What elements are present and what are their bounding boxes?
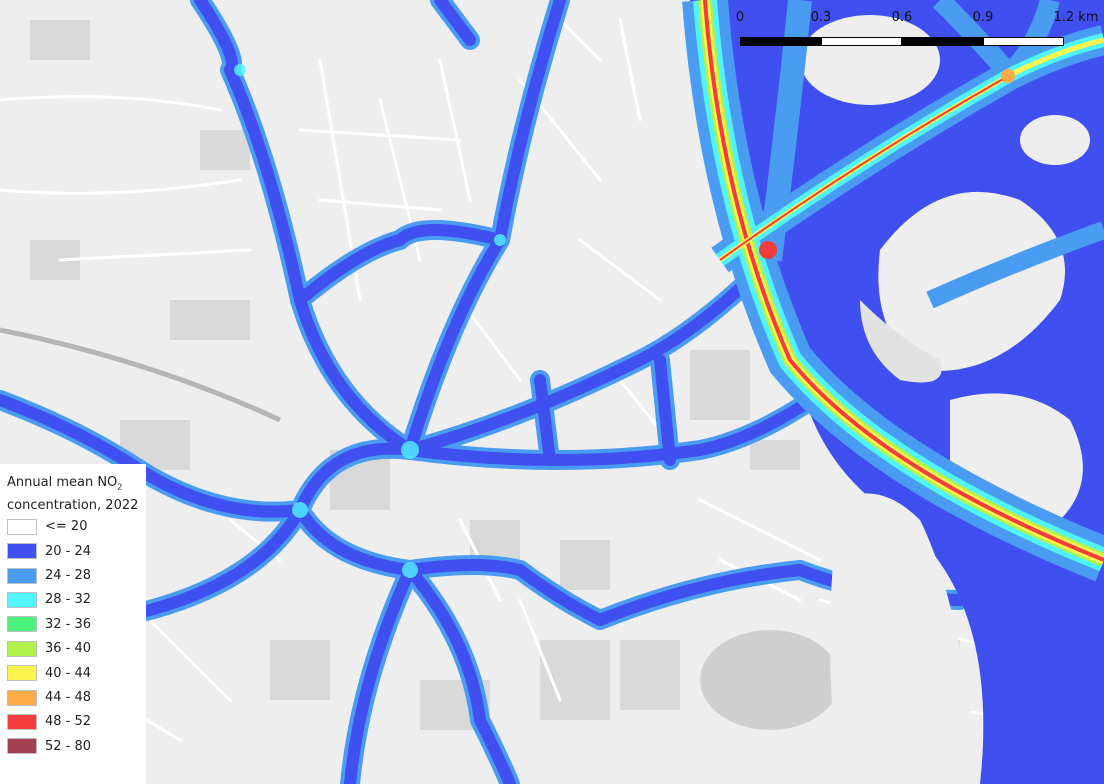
legend-row: 36 - 40 — [7, 637, 140, 661]
legend-title-tail: concentration, 2022 — [7, 497, 139, 513]
scale-bar-label: 0.3 — [810, 10, 832, 25]
legend-row: 32 - 36 — [7, 612, 140, 636]
scale-bar-segment — [983, 37, 1064, 46]
map-legend: Annual mean NO2 concentration, 2022 <= 2… — [0, 464, 146, 784]
scale-bar-label: 1.2 km — [1053, 10, 1099, 25]
legend-label: 32 - 36 — [45, 616, 92, 632]
legend-label: 48 - 52 — [45, 714, 92, 730]
legend-label: 52 - 80 — [45, 738, 92, 754]
legend-label: 40 - 44 — [45, 665, 92, 681]
scale-bar-label: 0.6 — [891, 10, 913, 25]
legend-label: 36 - 40 — [45, 641, 92, 657]
scale-bar-label: 0 — [735, 10, 745, 25]
legend-row: 52 - 80 — [7, 734, 140, 758]
scale-bar-segment — [902, 37, 983, 46]
scale-bar-segment — [740, 37, 821, 46]
legend-label: 44 - 48 — [45, 690, 92, 706]
legend-row: <= 20 — [7, 515, 140, 539]
legend-row: 44 - 48 — [7, 685, 140, 709]
scale-bar-segment — [821, 37, 902, 46]
legend-title-subscript: 2 — [117, 482, 123, 492]
legend-title: Annual mean NO2 concentration, 2022 — [7, 474, 140, 515]
legend-class-list: <= 20 20 - 24 24 - 28 28 - 32 32 - 36 36 - 40… — [7, 515, 140, 759]
legend-swatch — [7, 616, 37, 633]
legend-label: 24 - 28 — [45, 568, 92, 584]
legend-swatch — [7, 665, 37, 682]
legend-row: 24 - 28 — [7, 563, 140, 587]
legend-label: 20 - 24 — [45, 543, 92, 559]
legend-label: 28 - 32 — [45, 592, 92, 608]
legend-swatch — [7, 543, 37, 560]
legend-row: 48 - 52 — [7, 710, 140, 734]
legend-row: 28 - 32 — [7, 588, 140, 612]
railway-line — [0, 327, 282, 423]
legend-swatch — [7, 591, 37, 608]
legend-swatch — [7, 518, 37, 535]
legend-label: <= 20 — [45, 519, 88, 535]
legend-swatch — [7, 567, 37, 584]
no2-hotspot-junctions — [234, 64, 506, 578]
motorway-no2-area — [682, 0, 1104, 784]
scale-bar: 0 0.3 0.6 0.9 1.2 km — [736, 0, 1104, 56]
legend-row: 20 - 24 — [7, 539, 140, 563]
legend-swatch — [7, 640, 37, 657]
scale-bar-label: 0.9 — [972, 10, 994, 25]
legend-title-main: Annual mean NO — [7, 475, 118, 490]
legend-swatch — [7, 738, 37, 755]
legend-swatch — [7, 713, 37, 730]
legend-swatch — [7, 689, 37, 706]
legend-row: 40 - 44 — [7, 661, 140, 685]
